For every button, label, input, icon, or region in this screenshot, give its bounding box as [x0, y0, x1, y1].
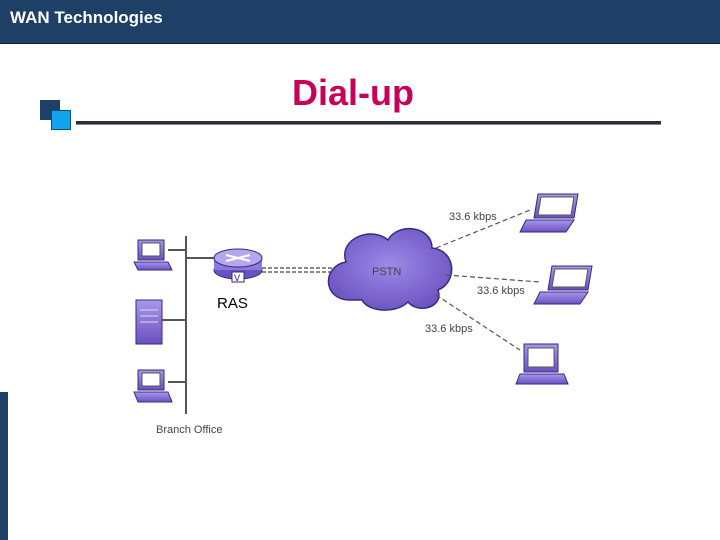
link-speed-label-3: 33.6 kbps — [425, 323, 473, 335]
branch-pc-2 — [133, 369, 173, 403]
title-underline — [76, 121, 661, 125]
dial-link-2 — [445, 274, 541, 283]
remote-laptop-1 — [519, 193, 579, 233]
branch-pc-1 — [133, 239, 173, 271]
pstn-label: PSTN — [372, 266, 401, 278]
ras-router: V — [213, 248, 263, 284]
remote-desktop — [515, 343, 569, 385]
ras-label: RAS — [217, 295, 248, 312]
left-accent-bar — [0, 392, 8, 540]
slide-title: Dial-up — [292, 72, 414, 113]
header-bar: WAN Technologies — [0, 0, 720, 44]
link-speed-label-2: 33.6 kbps — [477, 285, 525, 297]
header-title: WAN Technologies — [10, 8, 163, 27]
pstn-cloud — [327, 227, 453, 311]
branch-server — [135, 299, 163, 345]
dial-link-3 — [435, 294, 521, 351]
dial-link-1 — [435, 209, 531, 249]
svg-text:V: V — [234, 274, 241, 284]
link-speed-label-1: 33.6 kbps — [449, 211, 497, 223]
remote-laptop-2 — [533, 265, 593, 305]
title-bullet-light-square — [51, 110, 71, 130]
branch-office-label: Branch Office — [156, 424, 222, 436]
